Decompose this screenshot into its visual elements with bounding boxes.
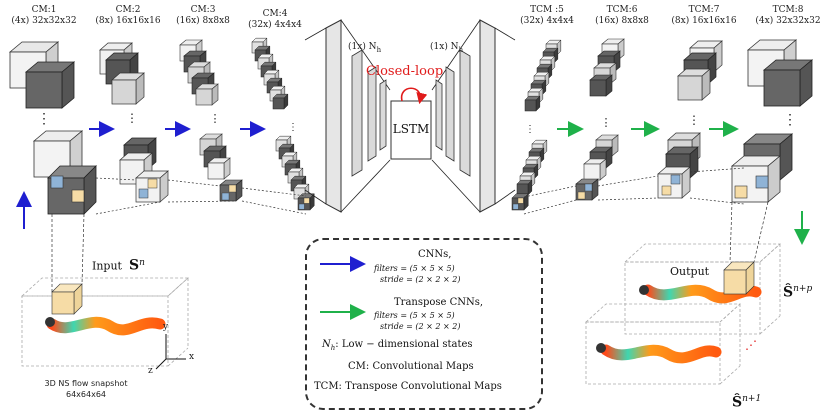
cube (24, 61, 76, 109)
svg-text:⋮: ⋮ (783, 112, 797, 128)
axis-triad (155, 334, 186, 370)
legend-tcnn-filters: filters = (5 × 5 × 5) (374, 311, 455, 320)
cube (516, 179, 533, 196)
cm3-label: CM:3(16x) 8x8x8 (176, 5, 230, 26)
cube-highlighted (135, 170, 169, 203)
closed-loop-label: Closed-loop (366, 64, 444, 79)
axis-z-label: z (148, 366, 153, 376)
cm1-stack: ⋮ (8, 41, 97, 215)
decoder-funnel (431, 19, 516, 213)
tcm7-label: TCM:7(8x) 16x16x16 (671, 5, 737, 26)
legend-cnn-title: CNNs, (418, 249, 452, 260)
cube (272, 93, 289, 110)
axis-x-label: x (189, 352, 195, 362)
svg-text:⋮: ⋮ (525, 124, 535, 135)
svg-text:⋰: ⋰ (745, 338, 757, 352)
blue-arrows (16, 121, 266, 229)
axis-y-label: y (163, 322, 169, 332)
cube-highlighted (47, 165, 97, 215)
cube-highlighted (730, 155, 782, 203)
input-label: Input Sn (92, 257, 145, 274)
cube (524, 95, 541, 112)
output-n1-label: Ŝn+1 (732, 394, 762, 411)
tcm6-label: TCM:6(16x) 8x8x8 (595, 5, 649, 26)
svg-text:⋮: ⋮ (688, 113, 700, 127)
svg-text:⋮: ⋮ (288, 122, 298, 133)
connector-lines (95, 167, 745, 215)
cm4-label: CM:4(32x) 4x4x4 (248, 9, 302, 30)
input-snapshot (20, 213, 190, 367)
tcm8-stack: ⋮ (730, 39, 814, 203)
lstm-label: LSTM (392, 122, 430, 136)
latent-right-label: (1x) Nh (430, 42, 464, 54)
cm1-label: CM:1(4x) 32x32x32 (11, 5, 77, 26)
legend-tcnn-stride: stride = (2 × 2 × 2) (380, 322, 461, 331)
legend-nh: Nh: Low − dimensional states (322, 339, 473, 352)
output-label: Output (670, 265, 710, 278)
cm3-stack: ⋮ (179, 39, 243, 202)
tcm8-label: TCM:8(4x) 32x32x32 (755, 5, 821, 26)
tcm6-stack: ⋮ (575, 38, 625, 201)
tcm5-stack: ⋮ (511, 39, 562, 211)
encoder-funnel (304, 19, 391, 213)
output-snapshot-1: ⋰ (584, 303, 757, 385)
legend-cm: CM: Convolutional Maps (348, 361, 474, 372)
svg-text:⋮: ⋮ (601, 116, 612, 129)
legend-cnn-stride: stride = (2 × 2 × 2) (380, 275, 461, 284)
legend (305, 238, 543, 410)
cube-highlighted (219, 179, 243, 202)
cube-highlighted (657, 166, 691, 199)
closed-loop-arrow (400, 87, 428, 105)
cm2-stack: ⋮ (99, 42, 169, 203)
cube-highlighted (297, 193, 315, 211)
svg-text:⋮: ⋮ (37, 111, 51, 127)
svg-text:⋮: ⋮ (126, 111, 138, 125)
legend-tcm: TCM: Transpose Convolutional Maps (314, 381, 502, 392)
output-np-label: Ŝn+p (783, 284, 813, 301)
tcm7-stack: ⋮ (657, 40, 723, 199)
lstm-block (390, 100, 432, 160)
cm4-stack: ⋮ (251, 37, 315, 211)
cm2-label: CM:2(8x) 16x16x16 (95, 5, 161, 26)
green-arrows (557, 121, 810, 245)
legend-cnn-filters: filters = (5 × 5 × 5) (374, 264, 455, 273)
cube (32, 130, 84, 178)
tcm5-label: TCM :5(32x) 4x4x4 (520, 5, 574, 26)
svg-text:⋮: ⋮ (210, 112, 221, 125)
legend-tcnn-title: Transpose CNNs, (394, 297, 484, 308)
output-snapshot-p (623, 201, 782, 335)
latent-left-label: (1x) Nh (348, 42, 382, 54)
cube-highlighted (575, 178, 599, 201)
cube-highlighted (511, 193, 529, 211)
